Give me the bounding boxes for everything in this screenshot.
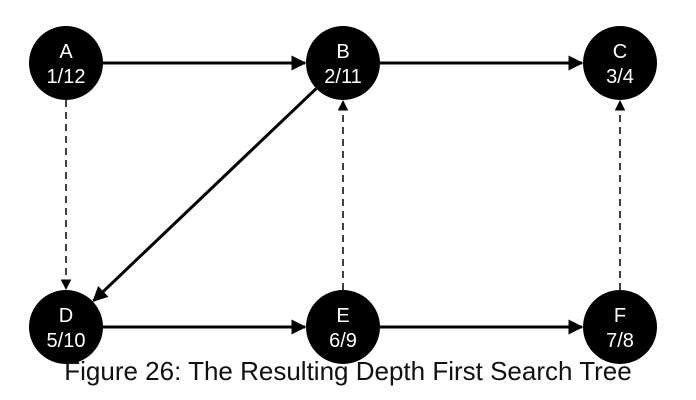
node-b: B 2/11 [306,26,380,100]
node-label: B [336,41,349,63]
node-circle [583,290,657,364]
node-times: 3/4 [606,66,634,88]
figure-caption: Figure 26: The Resulting Depth First Sea… [64,356,632,386]
node-label: D [59,305,73,327]
node-circle [583,26,657,100]
node-f: F 7/8 [583,290,657,364]
node-times: 7/8 [606,330,634,352]
node-circle [29,26,103,100]
node-label: C [613,41,627,63]
node-times: 6/9 [329,330,357,352]
node-label: E [336,305,349,327]
node-circle [306,26,380,100]
node-e: E 6/9 [306,290,380,364]
edge-b-d [92,87,318,302]
node-a: A 1/12 [29,26,103,100]
node-d: D 5/10 [29,290,103,364]
node-circle [29,290,103,364]
node-label: A [59,41,73,63]
node-times: 5/10 [47,330,86,352]
node-circle [306,290,380,364]
nodes-layer: A 1/12 B 2/11 C 3/4D 5/10 E 6/9 F 7/8 [29,26,657,364]
node-c: C 3/4 [583,26,657,100]
node-times: 2/11 [324,66,361,88]
edges-layer [60,55,626,335]
node-times: 1/12 [47,66,86,88]
node-label: F [614,305,626,327]
